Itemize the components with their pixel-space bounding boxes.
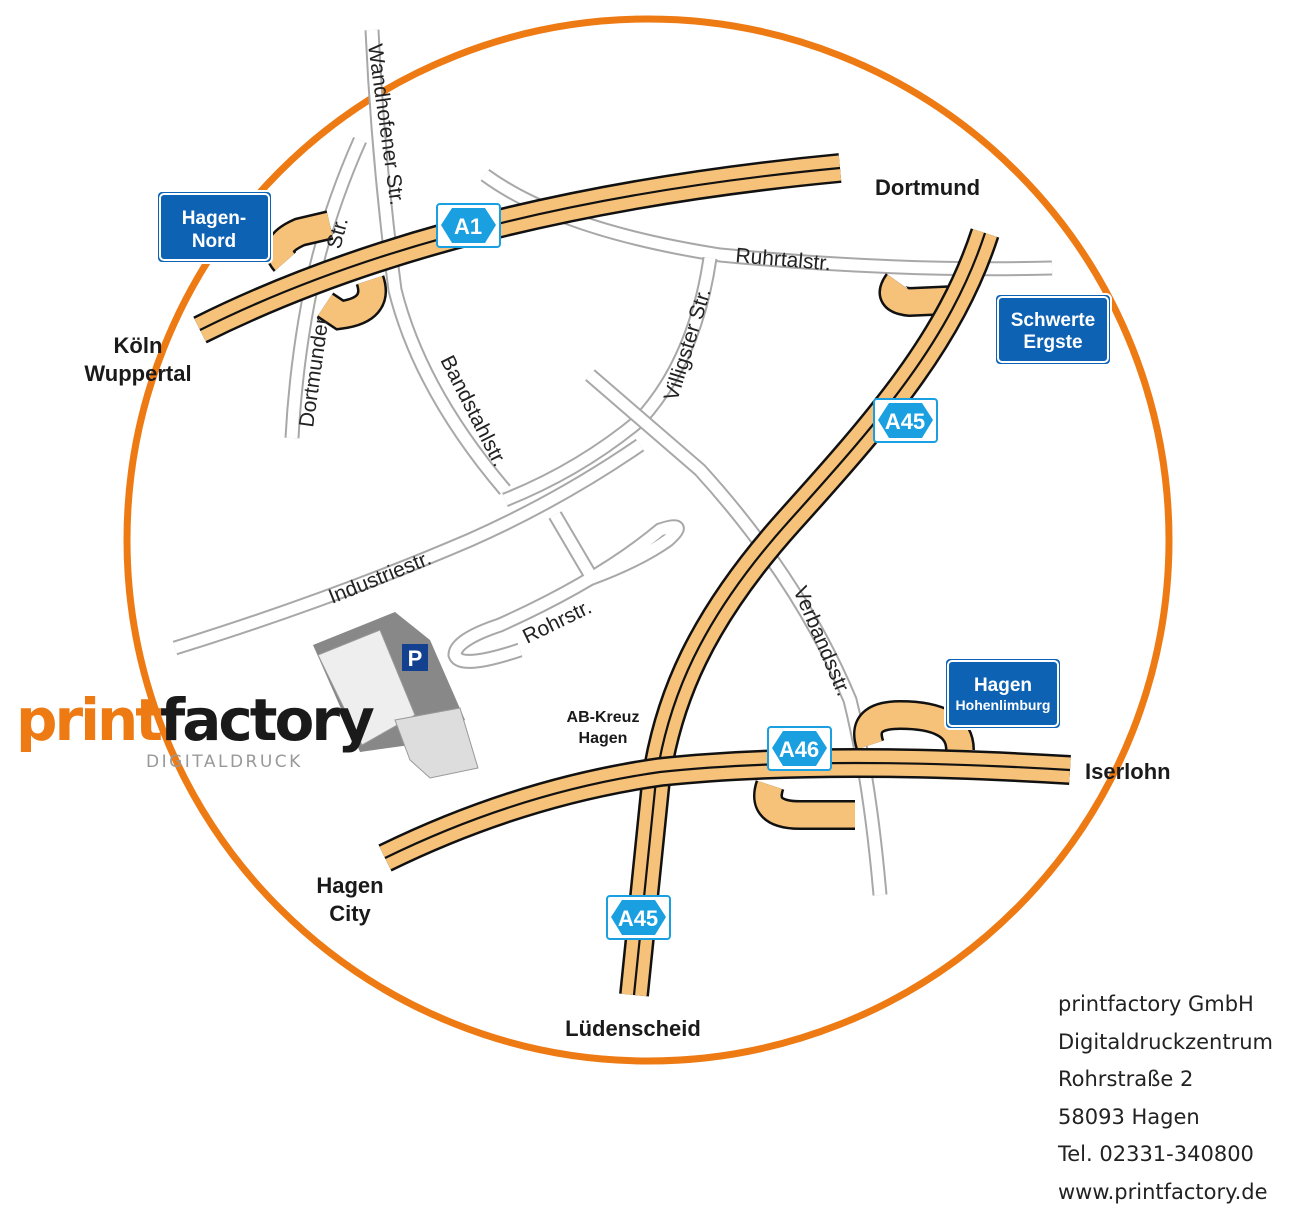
company-name: printfactory GmbH [1058,992,1254,1016]
label-dortmund: Dortmund [875,175,980,200]
label-kreuz-hagen: Hagen [579,730,628,747]
road-wandhofener [364,29,511,495]
address-block: printfactory GmbH Digitaldruckzentrum Ro… [1058,986,1273,1212]
highway-a46 [378,699,1071,872]
svg-text:Hagen-: Hagen- [182,208,246,229]
label-wandhofener: Wandhofener Str. [363,42,408,206]
website[interactable]: www.printfactory.de [1058,1179,1268,1204]
printfactory-building: P [313,612,479,779]
svg-text:A45: A45 [618,906,658,931]
road-industrie [172,438,645,656]
city: 58093 Hagen [1058,1104,1200,1129]
phone: Tel. 02331-340800 [1058,1142,1254,1167]
label-koeln: Köln [114,333,163,358]
label-industrie: Industriestr. [325,547,434,609]
street: Rohrstraße 2 [1058,1067,1194,1092]
shield-a45-south: A45 [606,895,671,940]
highway-a45 [619,228,1000,997]
shield-a45-north: A45 [873,398,938,443]
label-ruhrtal: Ruhrtalstr. [735,244,832,275]
svg-text:Hohenlimburg: Hohenlimburg [956,697,1051,713]
logo-print: print [16,686,163,754]
area-ring [123,15,1173,1065]
label-wuppertal: Wuppertal [84,361,191,386]
svg-text:Hagen: Hagen [974,675,1032,696]
svg-text:Nord: Nord [192,231,236,252]
svg-text:A1: A1 [454,214,482,239]
road-rohr [447,511,685,669]
shield-a46: A46 [767,726,832,771]
exit-sign-hohenlimburg: Hagen Hohenlimburg [944,657,1062,730]
printfactory-logo: printfactory DIGITALDRUCK [16,690,375,772]
company-subtitle: Digitaldruckzentrum [1058,1029,1273,1054]
road-dortmunder [284,136,367,439]
svg-text:A45: A45 [885,409,925,434]
exit-sign-schwerte: Schwerte Ergste [994,293,1112,366]
parking-icon [402,644,428,671]
exit-sign-hagen-nord: Hagen- Nord [156,190,273,264]
road-labels: Wandhofener Str. Dortmunder Str. Ruhrtal… [295,42,855,699]
svg-text:A46: A46 [779,737,819,762]
svg-text:Schwerte: Schwerte [1011,310,1095,331]
logo-factory: factory [160,686,375,754]
shield-a1: A1 [436,203,501,248]
logo-subtitle: DIGITALDRUCK [146,752,303,772]
road-verbands [585,369,888,896]
parking-label: P [408,646,423,671]
label-verbands: Verbandsstr. [788,583,855,699]
place-labels: Dortmund Köln Wuppertal Iserlohn Hagen C… [84,175,1170,1041]
label-luedenscheid: Lüdenscheid [565,1016,701,1041]
label-city: City [329,901,371,926]
label-hagen-city: Hagen [316,873,383,898]
label-villigster: Villigster Str. [660,285,716,403]
label-iserlohn: Iserlohn [1085,759,1171,784]
label-ab-kreuz: AB-Kreuz [567,709,640,726]
svg-text:Ergste: Ergste [1023,332,1082,353]
